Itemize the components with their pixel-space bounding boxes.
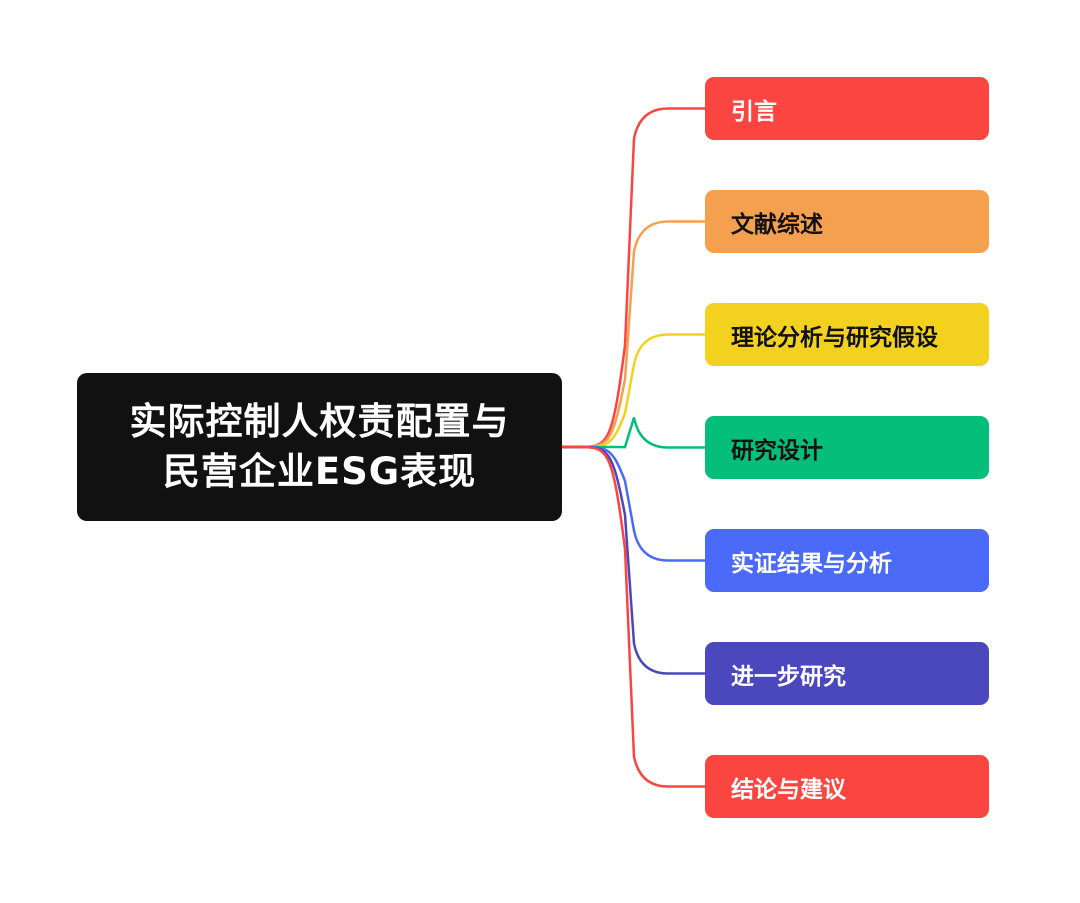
root-topic[interactable]: 实际控制人权责配置与 民营企业ESG表现	[77, 373, 562, 521]
root-title: 实际控制人权责配置与 民营企业ESG表现	[130, 397, 510, 497]
root-title-line-1: 实际控制人权责配置与	[129, 400, 510, 443]
connector-line-5	[562, 445, 705, 562]
branch-label: 文献综述	[731, 211, 823, 238]
branch-topic-5[interactable]: 实证结果与分析	[705, 529, 989, 592]
branch-topic-6[interactable]: 进一步研究	[705, 642, 989, 705]
branch-topic-2[interactable]: 文献综述	[705, 190, 989, 253]
branch-label: 理论分析与研究假设	[731, 324, 938, 351]
branch-label: 结论与建议	[731, 776, 846, 803]
root-title-line-2: 民营企业ESG表现	[162, 450, 477, 493]
connector-line-3	[562, 333, 705, 449]
branch-label: 研究设计	[731, 437, 823, 464]
branch-topic-3[interactable]: 理论分析与研究假设	[705, 303, 989, 366]
connector-line-4	[562, 417, 705, 449]
branch-topic-7[interactable]: 结论与建议	[705, 755, 989, 818]
connector-line-7	[562, 445, 705, 788]
branch-label: 引言	[731, 98, 777, 125]
branch-topic-1[interactable]: 引言	[705, 77, 989, 140]
branch-topic-4[interactable]: 研究设计	[705, 416, 989, 479]
branch-label: 进一步研究	[731, 663, 846, 690]
connector-line-1	[562, 107, 705, 449]
branch-label: 实证结果与分析	[731, 550, 892, 577]
